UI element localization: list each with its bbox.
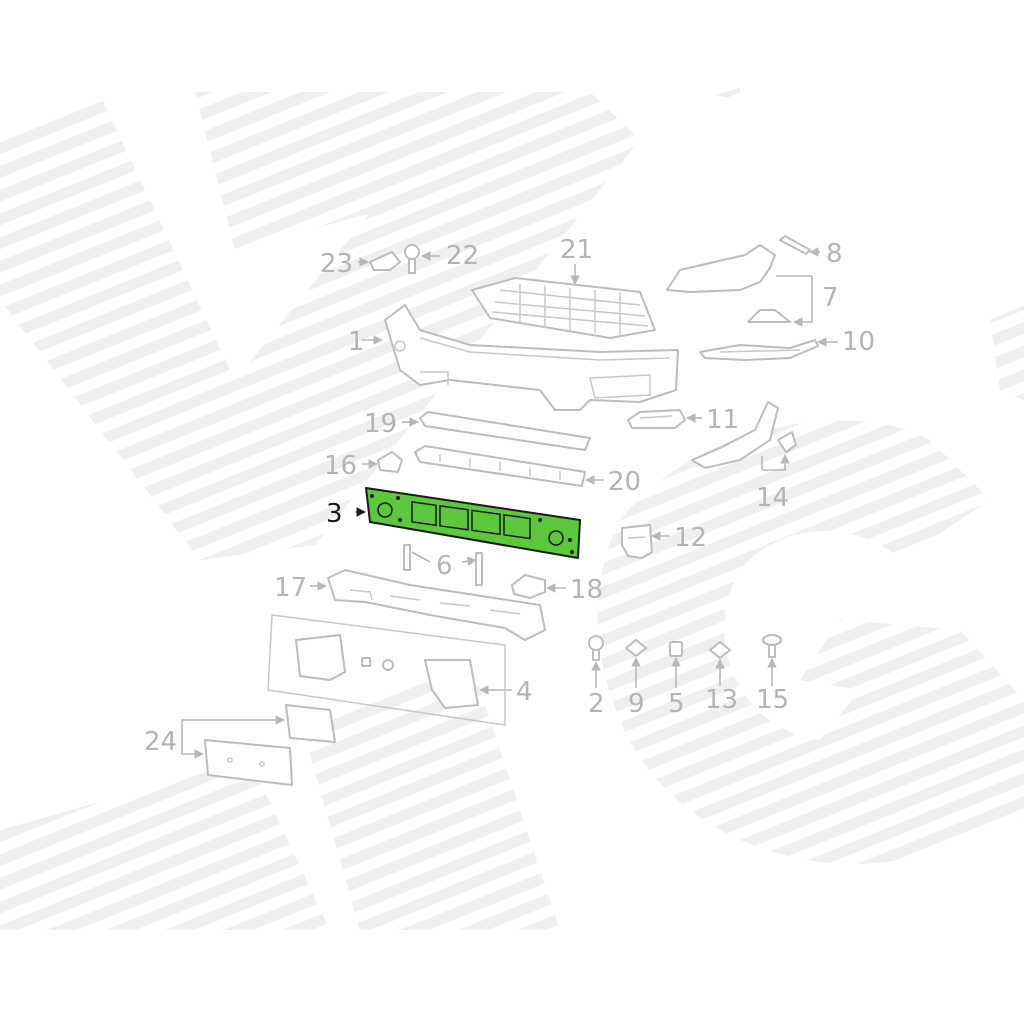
label-15: 15 (756, 685, 789, 715)
part-15-push-pin[interactable] (762, 634, 782, 658)
label-20: 20 (608, 467, 641, 497)
part-10-lower-trim[interactable] (699, 339, 819, 361)
part-9-clip[interactable] (625, 639, 647, 657)
label-2: 2 (588, 689, 605, 719)
leader-lines (181, 247, 838, 759)
label-1: 1 (348, 327, 365, 357)
part-1-bumper[interactable] (384, 304, 679, 411)
label-22: 22 (446, 241, 479, 271)
part-23-clip[interactable] (369, 251, 401, 271)
callout-labels: 23 22 21 8 7 1 10 19 11 16 20 14 3 12 6 … (144, 235, 875, 757)
label-16: 16 (324, 451, 357, 481)
label-14: 14 (756, 483, 789, 513)
part-20-energy-absorber[interactable] (414, 445, 586, 487)
part-12-bracket[interactable] (621, 524, 653, 559)
part-21-grille[interactable] (471, 277, 656, 339)
part-7-flare-lower[interactable] (747, 309, 791, 323)
part-7-flare-upper[interactable] (666, 244, 776, 293)
part-13-clip[interactable] (709, 641, 731, 659)
label-21: 21 (560, 235, 593, 265)
part-16-bracket[interactable] (377, 451, 403, 473)
label-9: 9 (628, 689, 645, 719)
part-8-trim-strip[interactable] (779, 235, 811, 255)
label-6: 6 (436, 551, 453, 581)
label-7: 7 (822, 283, 839, 313)
label-13: 13 (705, 685, 738, 715)
part-2-push-pin[interactable] (588, 635, 604, 661)
label-11: 11 (706, 405, 739, 435)
label-5: 5 (668, 689, 685, 719)
part-11-fog-bezel[interactable] (627, 409, 686, 429)
label-3: 3 (326, 499, 343, 529)
watermark (0, 88, 1024, 930)
label-23: 23 (320, 249, 353, 279)
label-18: 18 (570, 575, 603, 605)
part-22-screw[interactable] (404, 244, 420, 274)
part-3-bumper-reinforcement[interactable] (365, 487, 581, 559)
part-5-nut[interactable] (669, 641, 683, 657)
label-17: 17 (274, 573, 307, 603)
part-19-reinforcement-strip[interactable] (419, 411, 591, 451)
label-4: 4 (516, 677, 533, 707)
part-18-bezel[interactable] (511, 574, 546, 599)
part-24-license-plate-brackets[interactable] (204, 704, 336, 786)
label-19: 19 (364, 409, 397, 439)
label-12: 12 (674, 523, 707, 553)
label-24: 24 (144, 727, 177, 757)
label-8: 8 (826, 239, 843, 269)
label-10: 10 (842, 327, 875, 357)
part-17-lower-valance[interactable] (327, 569, 546, 641)
part-4-license-bracket-group[interactable] (267, 614, 506, 726)
